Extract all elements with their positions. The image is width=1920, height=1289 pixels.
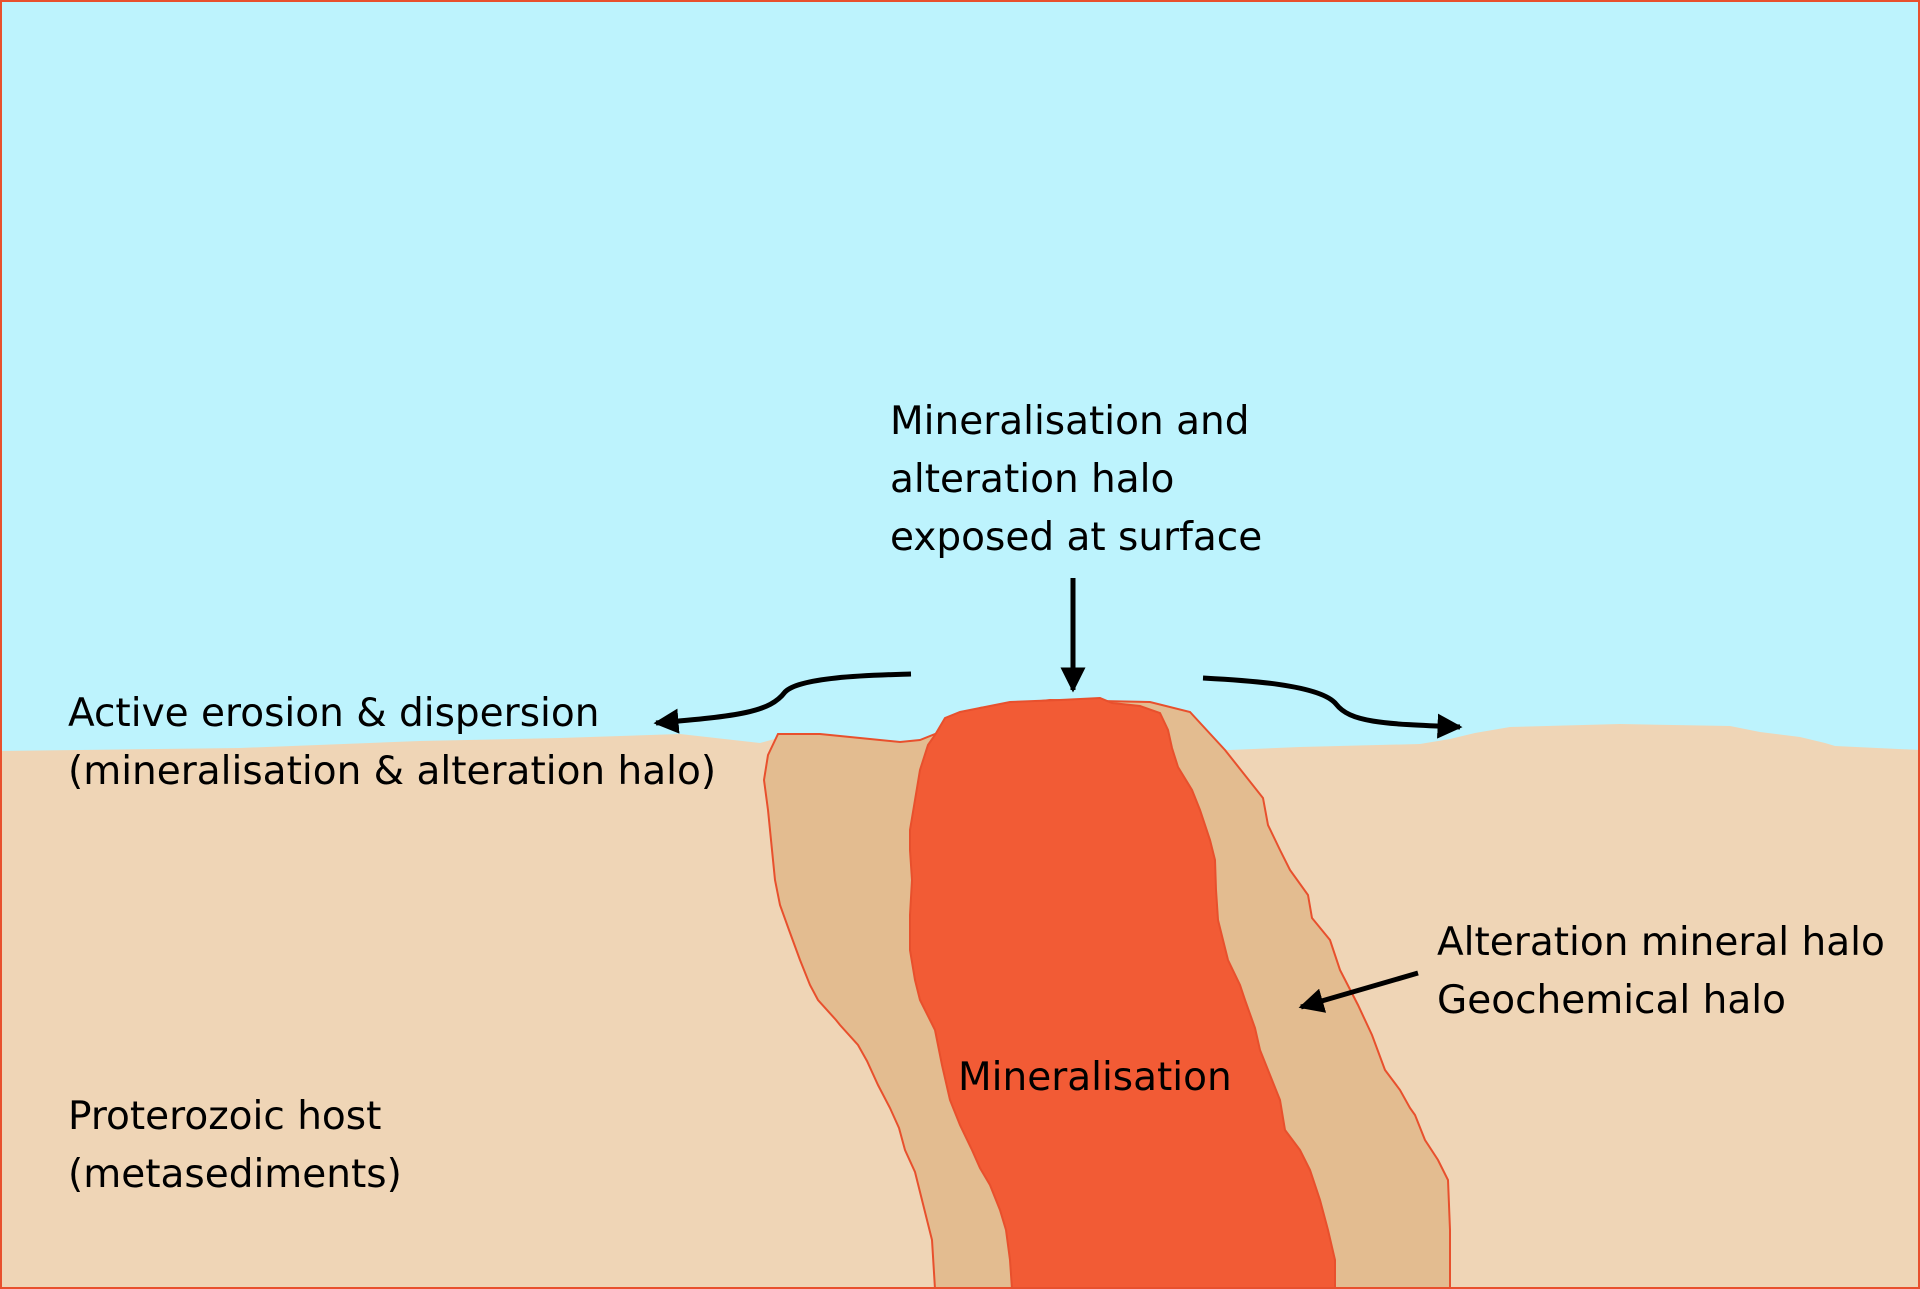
surface-exposure-label: Mineralisation and alteration halo expos… [890,393,1262,567]
surface-exposure-line-2: alteration halo [890,451,1262,509]
erosion-line-2: (mineralisation & alteration halo) [68,743,716,801]
mineralisation-line: Mineralisation [958,1049,1232,1107]
alteration-halo-label: Alteration mineral halo Geochemical halo [1437,914,1885,1030]
mineralisation-label: Mineralisation [958,1049,1232,1107]
erosion-line-1: Active erosion & dispersion [68,685,716,743]
alteration-line-1: Alteration mineral halo [1437,914,1885,972]
host-line-1: Proterozoic host [68,1088,402,1146]
host-rock-label: Proterozoic host (metasediments) [68,1088,402,1204]
erosion-label: Active erosion & dispersion (mineralisat… [68,685,716,801]
surface-exposure-line-3: exposed at surface [890,509,1262,567]
alteration-line-2: Geochemical halo [1437,972,1885,1030]
host-line-2: (metasediments) [68,1146,402,1204]
surface-exposure-line-1: Mineralisation and [890,393,1262,451]
